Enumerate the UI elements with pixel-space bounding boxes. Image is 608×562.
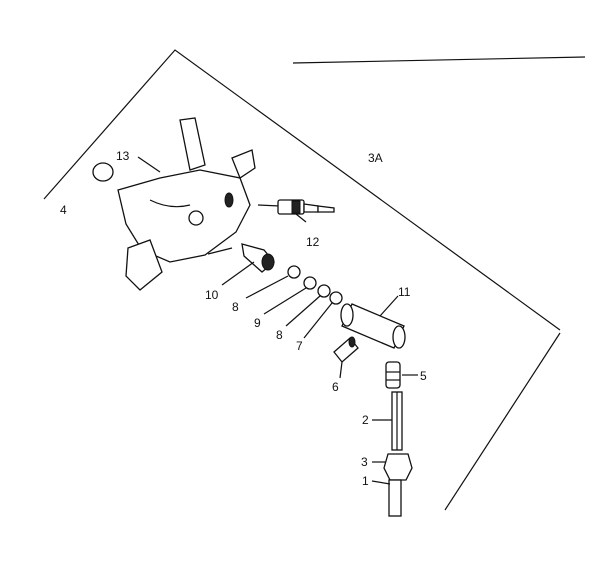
label-8b: 8	[276, 328, 283, 342]
label-4: 4	[60, 203, 67, 217]
part-8-washer-b	[317, 284, 331, 298]
boundary-line-left	[43, 49, 561, 331]
part-8-washer-a	[287, 265, 301, 279]
leader-line-7	[303, 302, 333, 339]
part-1-hose	[388, 479, 402, 517]
part-12-fitting	[257, 199, 335, 215]
leader-line-8a	[245, 275, 289, 299]
label-1: 1	[362, 474, 369, 488]
label-3: 3	[361, 455, 368, 469]
label-12: 12	[306, 235, 320, 249]
label-10: 10	[205, 288, 219, 302]
label-13: 13	[116, 149, 130, 163]
leader-line-1	[371, 480, 391, 485]
part-11-cylinder	[340, 303, 406, 349]
label-2: 2	[362, 413, 369, 427]
label-3a: 3A	[368, 151, 383, 165]
label-11: 11	[398, 285, 411, 299]
leader-line-8b	[285, 295, 321, 327]
boundary-line-top	[292, 56, 586, 64]
leader-line-9	[263, 287, 307, 315]
boundary-line-right	[444, 332, 561, 511]
leader-line-6	[339, 361, 343, 379]
leader-line-13	[137, 156, 161, 173]
label-8a: 8	[232, 300, 239, 314]
part-10-nozzle	[241, 243, 275, 273]
part-7-washer	[329, 291, 343, 305]
part-2-tube	[391, 391, 403, 451]
part-9-washer	[303, 276, 317, 290]
part-6-plug	[333, 336, 359, 363]
label-7: 7	[296, 339, 303, 353]
leader-line-11	[379, 295, 399, 317]
part-3-nut	[383, 453, 413, 481]
part-13-valve-body	[92, 117, 256, 291]
leader-line-12	[295, 213, 307, 223]
label-9: 9	[254, 316, 261, 330]
label-5: 5	[420, 369, 427, 383]
label-6: 6	[332, 380, 339, 394]
part-5-connector	[385, 361, 401, 389]
leader-line-10	[221, 261, 255, 286]
